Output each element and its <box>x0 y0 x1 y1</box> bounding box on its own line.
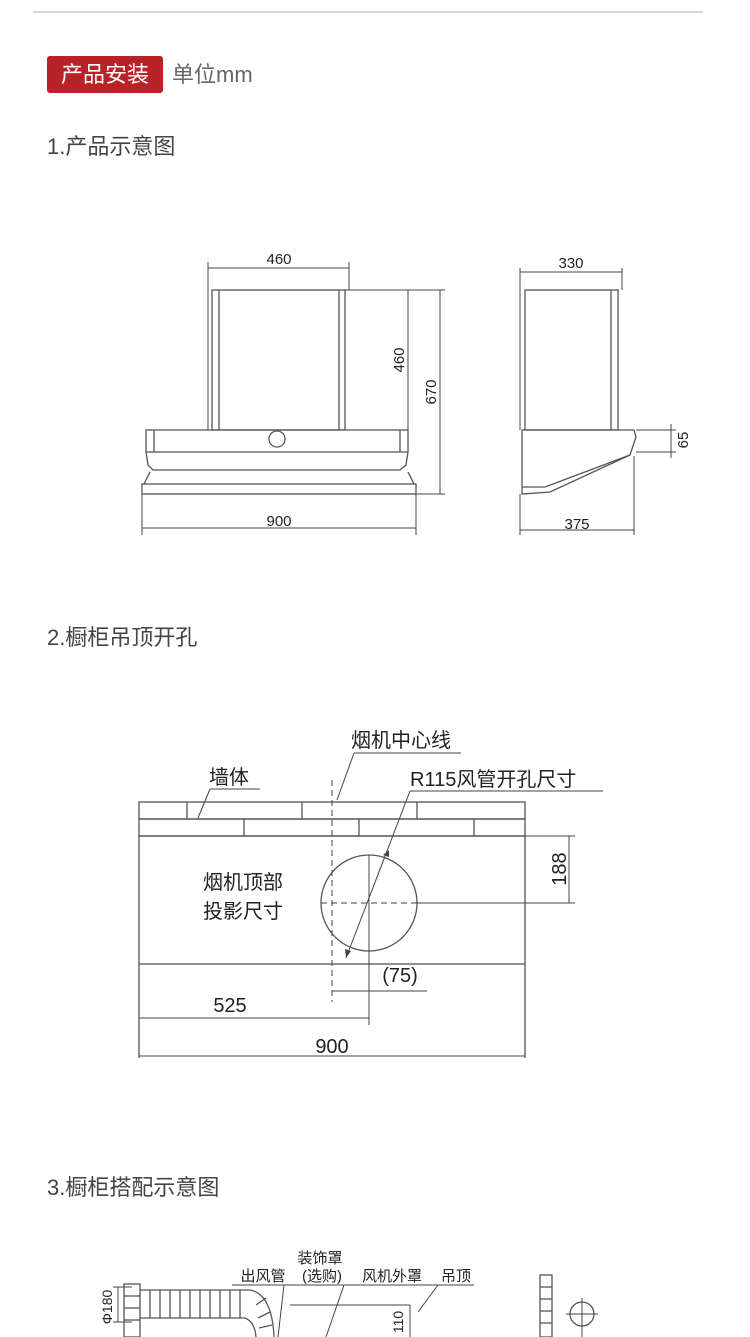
label-projection-2: 投影尺寸 <box>203 900 283 923</box>
dim-front-width-top: 460 <box>266 251 291 268</box>
dim-phi180: Φ180 <box>99 1290 115 1325</box>
label-fan-cover: 风机外罩 <box>362 1268 422 1285</box>
dim-900: 900 <box>315 1036 348 1058</box>
label-center-line: 烟机中心线 <box>351 729 451 752</box>
ceiling-hole-diagram: 烟机中心线 墙体 R115风管开孔尺寸 烟机顶部 投影尺寸 188 <box>138 729 603 1058</box>
dim-110: 110 <box>390 1311 406 1334</box>
front-view: 460 460 670 900 <box>141 251 445 535</box>
dim-side-depth-bottom: 375 <box>564 516 589 533</box>
label-outlet: 出风管 <box>240 1268 285 1285</box>
dim-188: 188 <box>549 852 571 885</box>
unit-label: 单位mm <box>172 62 253 87</box>
dim-75: (75) <box>382 965 418 987</box>
control-knob-icon <box>268 430 286 448</box>
label-wall: 墙体 <box>209 766 249 789</box>
cabinet-match-diagram: 装饰罩 出风管 (选购) 风机外罩 吊顶 Φ180 <box>99 1250 598 1337</box>
duct-pipe <box>123 1283 275 1337</box>
label-cover: 装饰罩 <box>297 1250 342 1267</box>
install-badge: 产品安装 <box>47 56 163 93</box>
side-duct <box>539 1274 598 1337</box>
top-divider <box>33 11 703 13</box>
dim-side-depth-top: 330 <box>558 255 583 272</box>
dim-front-height-upper: 460 <box>391 347 408 372</box>
side-view: 330 65 375 <box>519 255 692 535</box>
dim-front-width-bottom: 900 <box>266 513 291 530</box>
section-title-cabinet-hole: 2.橱柜吊顶开孔 <box>47 625 198 650</box>
label-ceiling: 吊顶 <box>441 1268 471 1285</box>
label-hole-size: R115风管开孔尺寸 <box>410 768 576 791</box>
label-projection-1: 烟机顶部 <box>203 871 283 894</box>
dim-front-height-total: 670 <box>423 379 440 404</box>
label-optional: (选购) <box>302 1268 342 1285</box>
dim-525: 525 <box>213 995 246 1017</box>
dim-side-height: 65 <box>675 432 692 449</box>
section-title-cabinet-match: 3.橱柜搭配示意图 <box>47 1175 220 1200</box>
section-title-product: 1.产品示意图 <box>47 134 176 159</box>
